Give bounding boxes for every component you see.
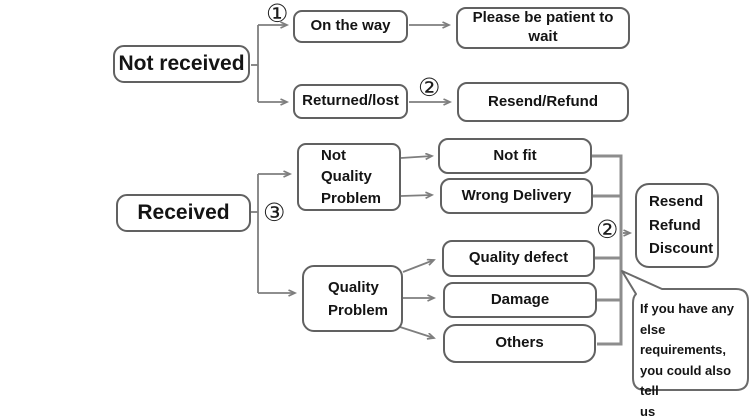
node-line: Problem bbox=[321, 189, 382, 207]
node-not-fit: Not fit bbox=[438, 138, 592, 174]
node-damage: Damage bbox=[443, 282, 597, 318]
node-resend-refund: Resend/Refund bbox=[457, 82, 629, 122]
node-line: Refund bbox=[649, 216, 701, 234]
collector-lines bbox=[592, 154, 623, 346]
node-returned-lost: Returned/lost bbox=[293, 84, 408, 119]
node-line: Quality bbox=[321, 168, 372, 186]
node-resend-refund-discount: Resend Refund Discount bbox=[635, 183, 719, 268]
note-line: us bbox=[640, 403, 656, 419]
node-line: Not bbox=[321, 146, 346, 164]
node-on-the-way: On the way bbox=[293, 10, 408, 43]
received-branch bbox=[251, 156, 434, 338]
note-line: else requirements, bbox=[640, 321, 726, 358]
node-line: Quality bbox=[328, 278, 379, 296]
speech-bubble-shape bbox=[621, 270, 749, 391]
node-received: Received bbox=[116, 194, 251, 232]
node-quality-problem: Quality Problem bbox=[302, 265, 403, 332]
node-not-received: Not received bbox=[113, 45, 250, 83]
node-line: Resend bbox=[649, 193, 704, 211]
node-line: Discount bbox=[649, 240, 714, 258]
node-not-quality-problem: Not Quality Problem bbox=[297, 143, 401, 211]
step-2-right-badge: ② bbox=[596, 215, 619, 244]
step-2-top-badge: ② bbox=[418, 73, 441, 102]
node-quality-defect: Quality defect bbox=[442, 240, 595, 277]
node-wrong-delivery: Wrong Delivery bbox=[440, 178, 593, 214]
node-line: Problem bbox=[328, 301, 389, 319]
note-line: you could also tell bbox=[640, 362, 732, 399]
node-others: Others bbox=[443, 324, 596, 363]
note-bubble-text: If you have any else requirements, you c… bbox=[640, 299, 746, 420]
note-line: If you have any bbox=[640, 301, 734, 316]
node-please-wait: Please be patient to wait bbox=[456, 7, 630, 49]
step-1-badge: ① bbox=[266, 0, 289, 28]
step-3-badge: ③ bbox=[263, 198, 286, 227]
not-received-branch bbox=[251, 25, 450, 102]
